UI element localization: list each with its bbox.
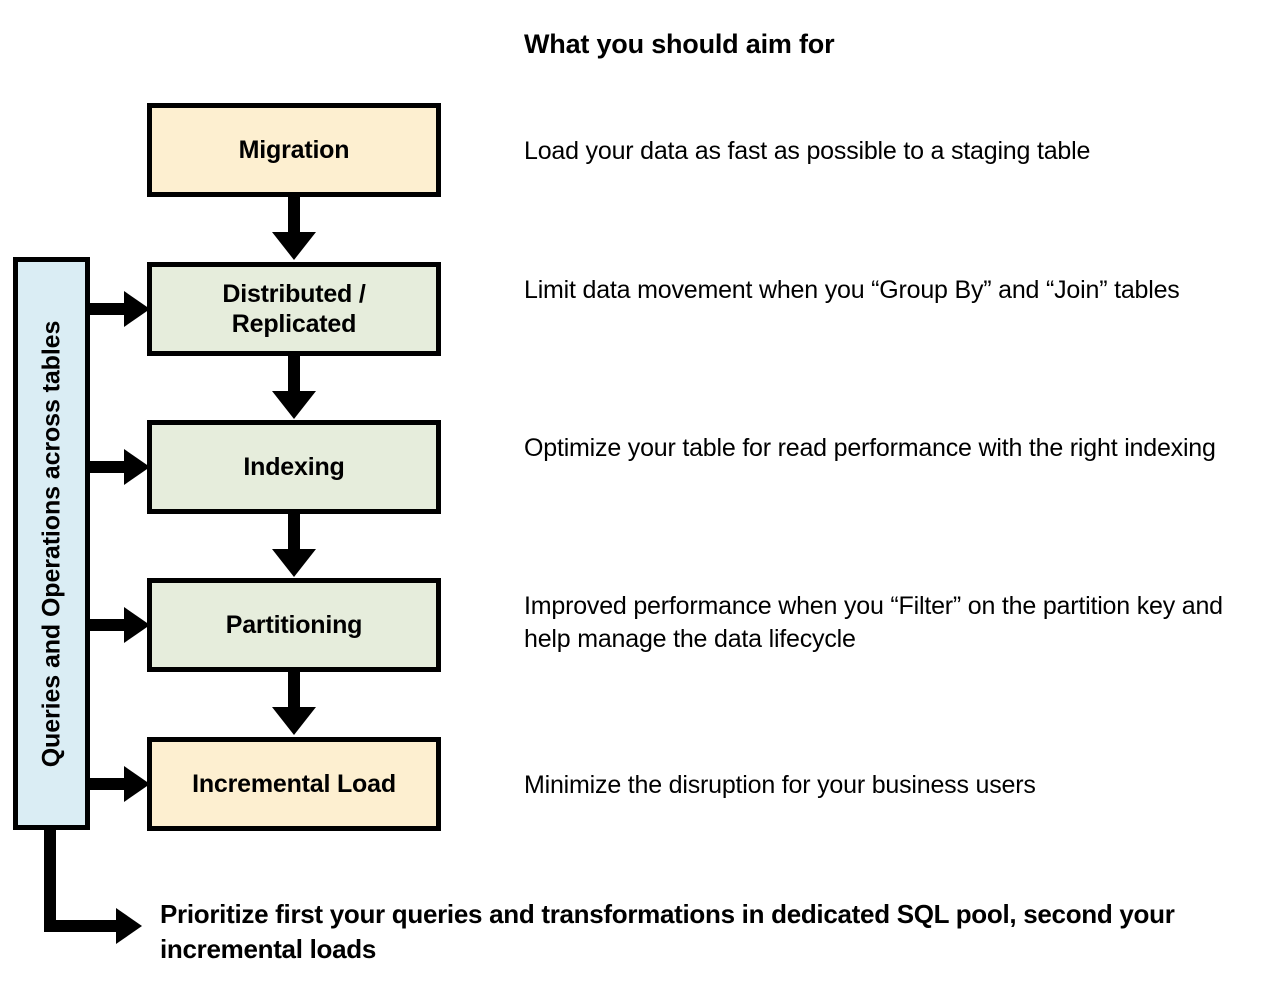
stage-description-incremental-load: Minimize the disruption for your busines… bbox=[524, 771, 1036, 799]
stage-label-line1: Distributed / bbox=[222, 279, 366, 308]
stage-box-migration[interactable]: Migration bbox=[147, 103, 441, 197]
stage-label-line2: Replicated bbox=[231, 310, 357, 338]
side-band-label: Queries and Operations across tables bbox=[37, 320, 65, 767]
band-arrow-head-distributed bbox=[124, 291, 150, 327]
connector-shaft-indexing-to-partitioning bbox=[288, 514, 300, 551]
band-arrow-shaft-partitioning bbox=[88, 619, 128, 631]
stage-label-migration: Migration bbox=[238, 135, 350, 164]
footer-connector-vertical bbox=[44, 828, 56, 932]
connector-shaft-migration-to-distributed bbox=[288, 197, 300, 234]
band-arrow-head-indexing bbox=[124, 449, 150, 485]
stage-description-migration: Load your data as fast as possible to a … bbox=[524, 137, 1091, 165]
connector-arrowhead-indexing-to-partitioning bbox=[272, 549, 316, 577]
stage-box-indexing[interactable]: Indexing bbox=[147, 420, 441, 514]
page-title: What you should aim for bbox=[524, 29, 835, 59]
connector-shaft-partitioning-to-incremental bbox=[288, 672, 300, 709]
stage-description-distributed-replicated: Limit data movement when you “Group By” … bbox=[524, 276, 1180, 304]
footer-note: Prioritize first your queries and transf… bbox=[160, 899, 1175, 965]
stage-label-distributed-replicated: Distributed / Replicated bbox=[222, 279, 365, 340]
stage-label-indexing: Indexing bbox=[243, 452, 345, 481]
footer-connector-horizontal bbox=[44, 920, 120, 932]
band-arrow-shaft-distributed bbox=[88, 303, 128, 315]
band-arrow-shaft-incremental bbox=[88, 778, 128, 790]
band-arrow-shaft-indexing bbox=[88, 461, 128, 473]
stage-label-partitioning: Partitioning bbox=[225, 610, 363, 639]
band-arrow-head-partitioning bbox=[124, 607, 150, 643]
connector-arrowhead-distributed-to-indexing bbox=[272, 391, 316, 419]
connector-arrowhead-partitioning-to-incremental bbox=[272, 707, 316, 735]
side-band-queries-operations: Queries and Operations across tables bbox=[13, 257, 90, 830]
stage-box-distributed-replicated[interactable]: Distributed / Replicated bbox=[147, 262, 441, 356]
connector-arrowhead-migration-to-distributed bbox=[272, 232, 316, 260]
connector-shaft-distributed-to-indexing bbox=[288, 356, 300, 393]
footer-connector-arrowhead bbox=[116, 908, 142, 944]
stage-box-partitioning[interactable]: Partitioning bbox=[147, 578, 441, 672]
stage-label-incremental-load: Incremental Load bbox=[192, 769, 396, 798]
band-arrow-head-incremental bbox=[124, 766, 150, 802]
stage-box-incremental-load[interactable]: Incremental Load bbox=[147, 737, 441, 831]
stage-description-indexing: Optimize your table for read performance… bbox=[524, 434, 1216, 462]
stage-description-partitioning: Improved performance when you “Filter” o… bbox=[524, 592, 1223, 653]
